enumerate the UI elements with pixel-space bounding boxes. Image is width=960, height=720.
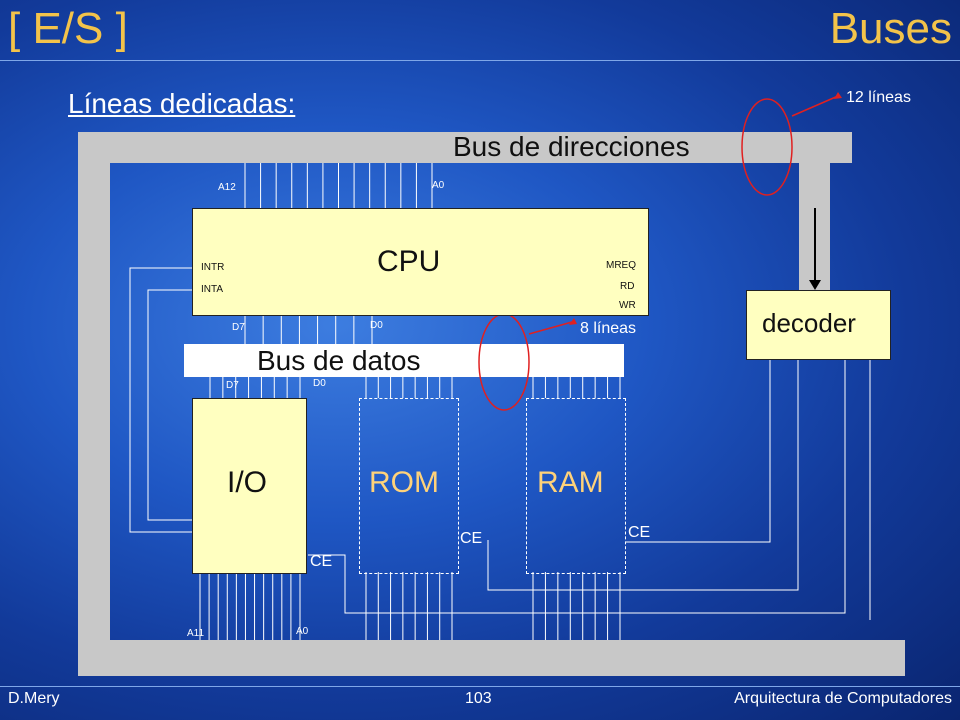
data-bus-label: Bus de datos [257, 345, 421, 376]
rom-label: ROM [369, 466, 439, 499]
io-label: I/O [227, 466, 268, 499]
subtitle: Líneas dedicadas: [68, 88, 296, 119]
ram-label: RAM [537, 466, 604, 499]
cpu-label: CPU [377, 245, 441, 278]
cpu-pin-rd: RD [620, 281, 635, 292]
cpu-pin-wr: WR [619, 300, 636, 311]
cpu-block [192, 208, 649, 316]
io-block [192, 398, 307, 574]
io-pin-a0: A0 [296, 626, 309, 637]
footer-author: D.Mery [8, 690, 60, 707]
decoder-label: decoder [762, 308, 856, 338]
rom-ce-label: CE [460, 530, 483, 547]
cpu-pin-mreq: MREQ [606, 260, 636, 271]
footer-page-number: 103 [465, 690, 492, 707]
title-rule [0, 60, 960, 61]
cpu-pin-d7: D7 [232, 322, 245, 333]
io-pin-d7: D7 [226, 380, 239, 391]
slide-title: Buses [829, 4, 952, 53]
annotation-12-lines: 12 líneas [846, 89, 911, 106]
ram-block [526, 398, 626, 574]
ram-ce-label: CE [628, 524, 651, 541]
annotation-8-lines: 8 líneas [580, 320, 637, 337]
io-pin-d0: D0 [313, 378, 326, 389]
rom-block [359, 398, 459, 574]
cpu-pin-intr: INTR [201, 262, 225, 273]
io-ce-label: CE [310, 553, 333, 570]
footer-rule [0, 686, 960, 687]
section-title: [ E/S ] [8, 4, 128, 53]
footer-course: Arquitectura de Computadores [734, 690, 952, 707]
address-bus-label: Bus de direcciones [453, 131, 690, 162]
cpu-pin-inta: INTA [201, 284, 224, 295]
cpu-pin-d0: D0 [370, 320, 383, 331]
cpu-pin-a12: A12 [218, 182, 236, 193]
io-pin-a11: A11 [187, 628, 205, 639]
cpu-pin-a0: A0 [432, 180, 445, 191]
decoder-block [746, 290, 891, 360]
